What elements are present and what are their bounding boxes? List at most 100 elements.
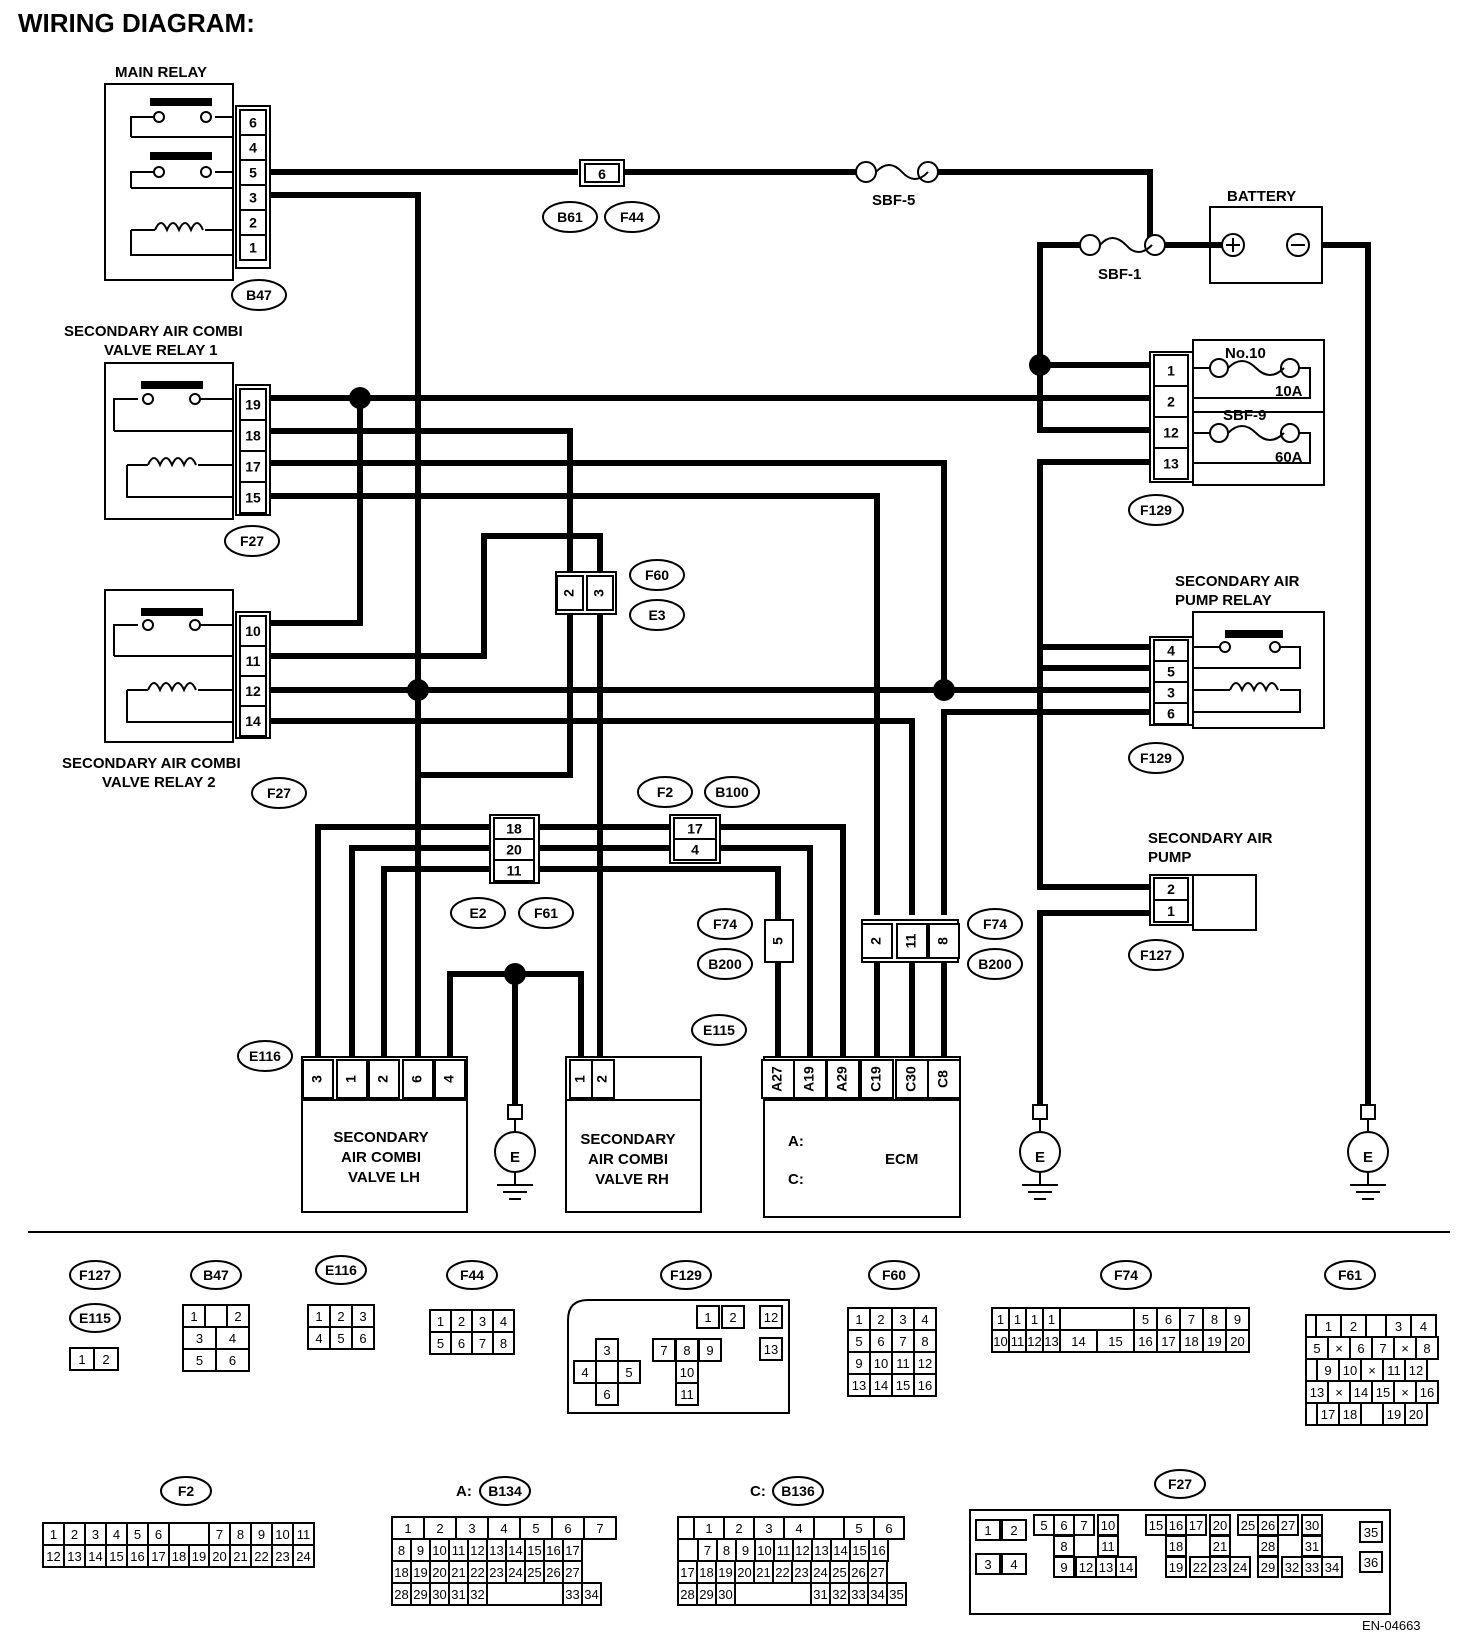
valve-relay-2-pin-label: 12 — [245, 683, 261, 699]
view-f129-cell — [759, 1305, 783, 1329]
valve-rh-pin-label: 2 — [594, 1075, 610, 1083]
view-f61-pin: 4 — [1420, 1319, 1427, 1334]
svg-text:SECONDARY: SECONDARY — [333, 1129, 428, 1146]
view-f27-cell — [975, 1553, 1001, 1575]
view-b136-pin: 23 — [794, 1565, 808, 1580]
view-f27-pin: 21 — [1213, 1539, 1227, 1554]
view-b134-pin: 9 — [417, 1543, 424, 1558]
view-b134-pin: 16 — [546, 1543, 560, 1558]
view-f2-pin: 21 — [233, 1549, 247, 1564]
valve-relay-1-pin — [239, 450, 267, 483]
valve-relay-1-pin — [239, 481, 267, 514]
view-b134-pin: 17 — [565, 1543, 579, 1558]
ecm-pin — [860, 1059, 894, 1099]
view-f2-pin: 7 — [216, 1527, 223, 1542]
main-relay-pin — [239, 184, 267, 211]
view-f27-cell — [975, 1519, 1001, 1541]
view-b134-pin: 6 — [564, 1521, 571, 1536]
view-b136-pin: 31 — [813, 1587, 827, 1602]
view-f44-cell — [492, 1331, 515, 1355]
view-f2-pin: 19 — [192, 1549, 206, 1564]
view-b134-pin: 15 — [527, 1543, 541, 1558]
pump-relay-pin-label: 3 — [1167, 685, 1175, 701]
view-f2-pin: 11 — [297, 1527, 311, 1542]
view-f127-pin: 1 — [78, 1352, 85, 1367]
ecm-pin-label: A27 — [769, 1066, 785, 1092]
tag-e116 — [237, 1040, 293, 1072]
view-f61-pin: 15 — [1376, 1385, 1390, 1400]
f60-pin-label: 2 — [561, 589, 577, 597]
view-f27-pin: 13 — [1099, 1560, 1113, 1575]
view-f60-pin: 13 — [852, 1378, 866, 1393]
view-f74-pin: 20 — [1230, 1334, 1244, 1349]
view-f74-pin: 9 — [1234, 1312, 1241, 1327]
valve-relay-2-label-2: VALVE RELAY 2 — [102, 774, 216, 791]
view-f61-pin: × — [1335, 1385, 1343, 1400]
view-b136-pin: 1 — [705, 1521, 712, 1536]
tag-f2 — [637, 776, 693, 808]
wires — [266, 169, 1371, 1105]
svg-text:PUMP: PUMP — [1148, 849, 1191, 866]
view-f27-pin: 26 — [1261, 1518, 1275, 1533]
main-relay-pin-label: 3 — [249, 190, 257, 206]
view-tag-e116-label: E116 — [325, 1262, 357, 1278]
view-b136-pin: 2 — [735, 1521, 742, 1536]
view-b134-cell — [486, 1582, 564, 1606]
view-f2-pin: 24 — [296, 1549, 310, 1564]
view-tag-f2 — [160, 1476, 212, 1506]
view-f61-pin: 18 — [1343, 1407, 1357, 1422]
view-b134-pin: 29 — [413, 1587, 427, 1602]
view-b136-cell — [886, 1582, 907, 1606]
f74-pin — [928, 923, 960, 959]
view-b47-pin: 3 — [196, 1331, 203, 1346]
view-b47-pin: 6 — [229, 1353, 236, 1368]
view-f61-pin: 17 — [1321, 1407, 1335, 1422]
view-f129-cell — [595, 1338, 619, 1362]
view-f61-pin: 14 — [1354, 1385, 1368, 1400]
view-tag-f61-label: F61 — [1338, 1267, 1362, 1283]
view-tag-f61 — [1324, 1260, 1376, 1290]
view-f129-cell — [675, 1382, 699, 1406]
view-f61-cell — [1305, 1402, 1318, 1426]
view-b136-cell — [734, 1582, 812, 1606]
view-b134-pin: 7 — [596, 1521, 603, 1536]
valve-lh-pin-label: 3 — [309, 1075, 325, 1083]
view-f2-cell — [292, 1544, 315, 1568]
valve-relay-1-label-2: VALVE RELAY 1 — [104, 342, 218, 359]
e2-pin-label: 11 — [507, 863, 522, 879]
svg-text:C:: C: — [788, 1171, 804, 1188]
valve-lh-pin — [402, 1059, 434, 1099]
tag-f74a — [697, 908, 753, 940]
view-b136-pin: 26 — [851, 1565, 865, 1580]
view-b136-pin: 27 — [870, 1565, 884, 1580]
pump-relay-pin-label: 6 — [1167, 706, 1175, 722]
pump-relay-pin — [1153, 702, 1189, 725]
view-b134-pin: 24 — [508, 1565, 522, 1580]
view-tag-f129-label: F129 — [670, 1267, 702, 1283]
view-f60-pin: 14 — [874, 1378, 888, 1393]
f2-pin-label: 17 — [687, 821, 703, 837]
view-tag-e116 — [315, 1255, 367, 1285]
view-f2-pin: 10 — [275, 1527, 289, 1542]
view-f27-pin: 35 — [1364, 1525, 1378, 1540]
ground-label: E — [510, 1149, 520, 1166]
view-f27-cell — [1001, 1519, 1027, 1541]
ground-label: E — [1363, 1149, 1373, 1166]
view-f27-pin: 28 — [1261, 1539, 1275, 1554]
view-f74-pin: 1 — [1031, 1312, 1038, 1327]
diagram-title: WIRING DIAGRAM: — [18, 8, 255, 38]
view-f61-cell — [1305, 1358, 1318, 1382]
tag-e115 — [691, 1014, 747, 1046]
view-f27-pin: 24 — [1233, 1560, 1247, 1575]
view-f129-pin: 9 — [706, 1343, 713, 1358]
tag-f2-label: F2 — [657, 784, 674, 800]
view-f74-pin: 16 — [1138, 1334, 1152, 1349]
view-b136-pin: 19 — [718, 1565, 732, 1580]
view-f27-pin: 2 — [1010, 1523, 1017, 1538]
view-f129-cell — [595, 1382, 619, 1406]
view-f27-cell — [1185, 1514, 1207, 1536]
view-f61-pin: × — [1335, 1341, 1343, 1356]
